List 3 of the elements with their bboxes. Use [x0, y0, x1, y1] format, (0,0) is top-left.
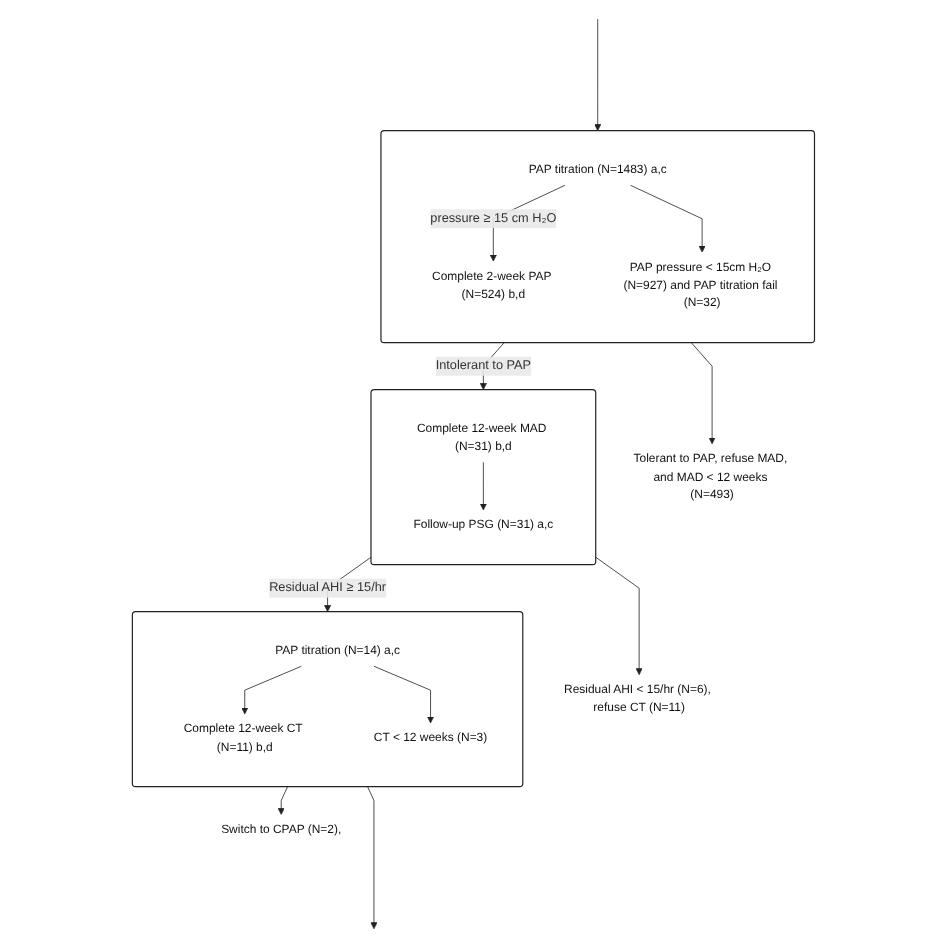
cluster — [380, 130, 816, 344]
cluster — [370, 389, 597, 566]
cluster — [132, 611, 524, 788]
